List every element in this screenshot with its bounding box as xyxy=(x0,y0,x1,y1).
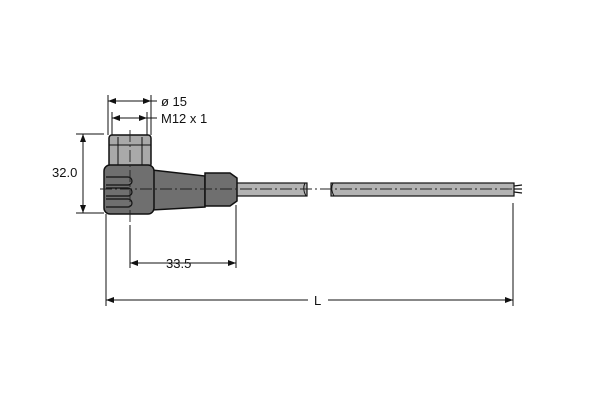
angled-connector xyxy=(103,134,238,215)
height-label: 32.0 xyxy=(52,165,77,180)
thread-label: M12 x 1 xyxy=(161,111,207,126)
diameter-label: ø 15 xyxy=(161,94,187,109)
connector-length-label: 33.5 xyxy=(166,256,191,271)
cable-length-label: L xyxy=(314,293,321,308)
wire-ends xyxy=(513,184,523,194)
dimensions xyxy=(76,95,514,306)
cable xyxy=(233,182,523,197)
center-lines xyxy=(100,130,514,225)
